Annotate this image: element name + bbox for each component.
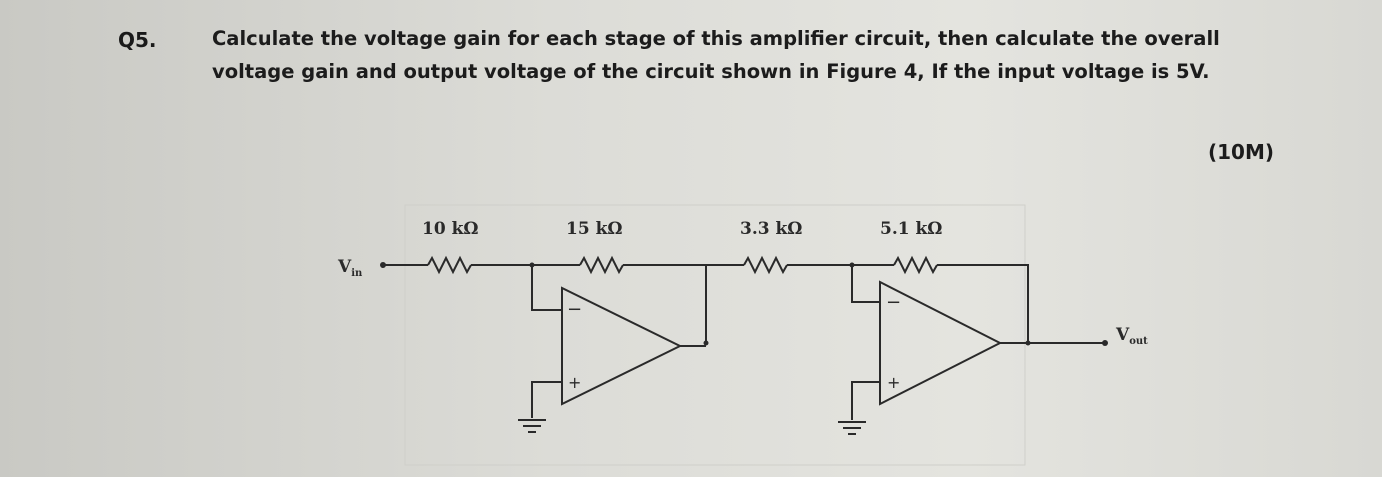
question-text: Calculate the voltage gain for each stag… — [212, 22, 1312, 88]
feedback-wire-2 — [937, 264, 1029, 343]
ground-icon — [838, 421, 866, 435]
figure-frame — [404, 204, 1026, 466]
resistor-r1 — [427, 255, 472, 275]
opamp-2-plus: + — [887, 373, 900, 392]
inverting-input-wire-1 — [531, 265, 562, 311]
resistor-label-r2: 15 kΩ — [566, 219, 623, 239]
ground-icon — [518, 419, 546, 433]
resistor-label-r4: 5.1 kΩ — [880, 219, 942, 239]
inverting-input-wire-2 — [851, 265, 880, 303]
feedback-wire-1 — [623, 264, 707, 343]
question-line-1: Calculate the voltage gain for each stag… — [212, 27, 1220, 50]
opamp-1-minus: − — [567, 299, 582, 320]
resistor-label-r3: 3.3 kΩ — [740, 219, 802, 239]
node-4 — [1025, 340, 1031, 346]
output-terminal — [1102, 340, 1108, 346]
ground-wire-2 — [851, 381, 880, 420]
marks-label: (10M) — [1208, 140, 1275, 164]
opamp-1 — [561, 286, 683, 406]
opamp-2 — [879, 280, 1003, 406]
input-voltage-label: Vin — [337, 257, 363, 279]
question-line-2: voltage gain and output voltage of the c… — [212, 60, 1210, 83]
output-voltage-label: Vout — [1115, 325, 1148, 347]
node-1 — [529, 262, 535, 268]
resistor-r2 — [579, 255, 624, 275]
question-number: Q5. — [118, 28, 157, 52]
resistor-r3 — [743, 255, 788, 275]
opamp-1-plus: + — [568, 373, 581, 392]
ground-wire-1 — [531, 381, 562, 418]
node-2 — [703, 340, 709, 346]
node-3 — [849, 262, 855, 268]
opamp-2-minus: − — [886, 292, 901, 313]
resistor-label-r1: 10 kΩ — [422, 219, 479, 239]
resistor-r4 — [893, 255, 938, 275]
